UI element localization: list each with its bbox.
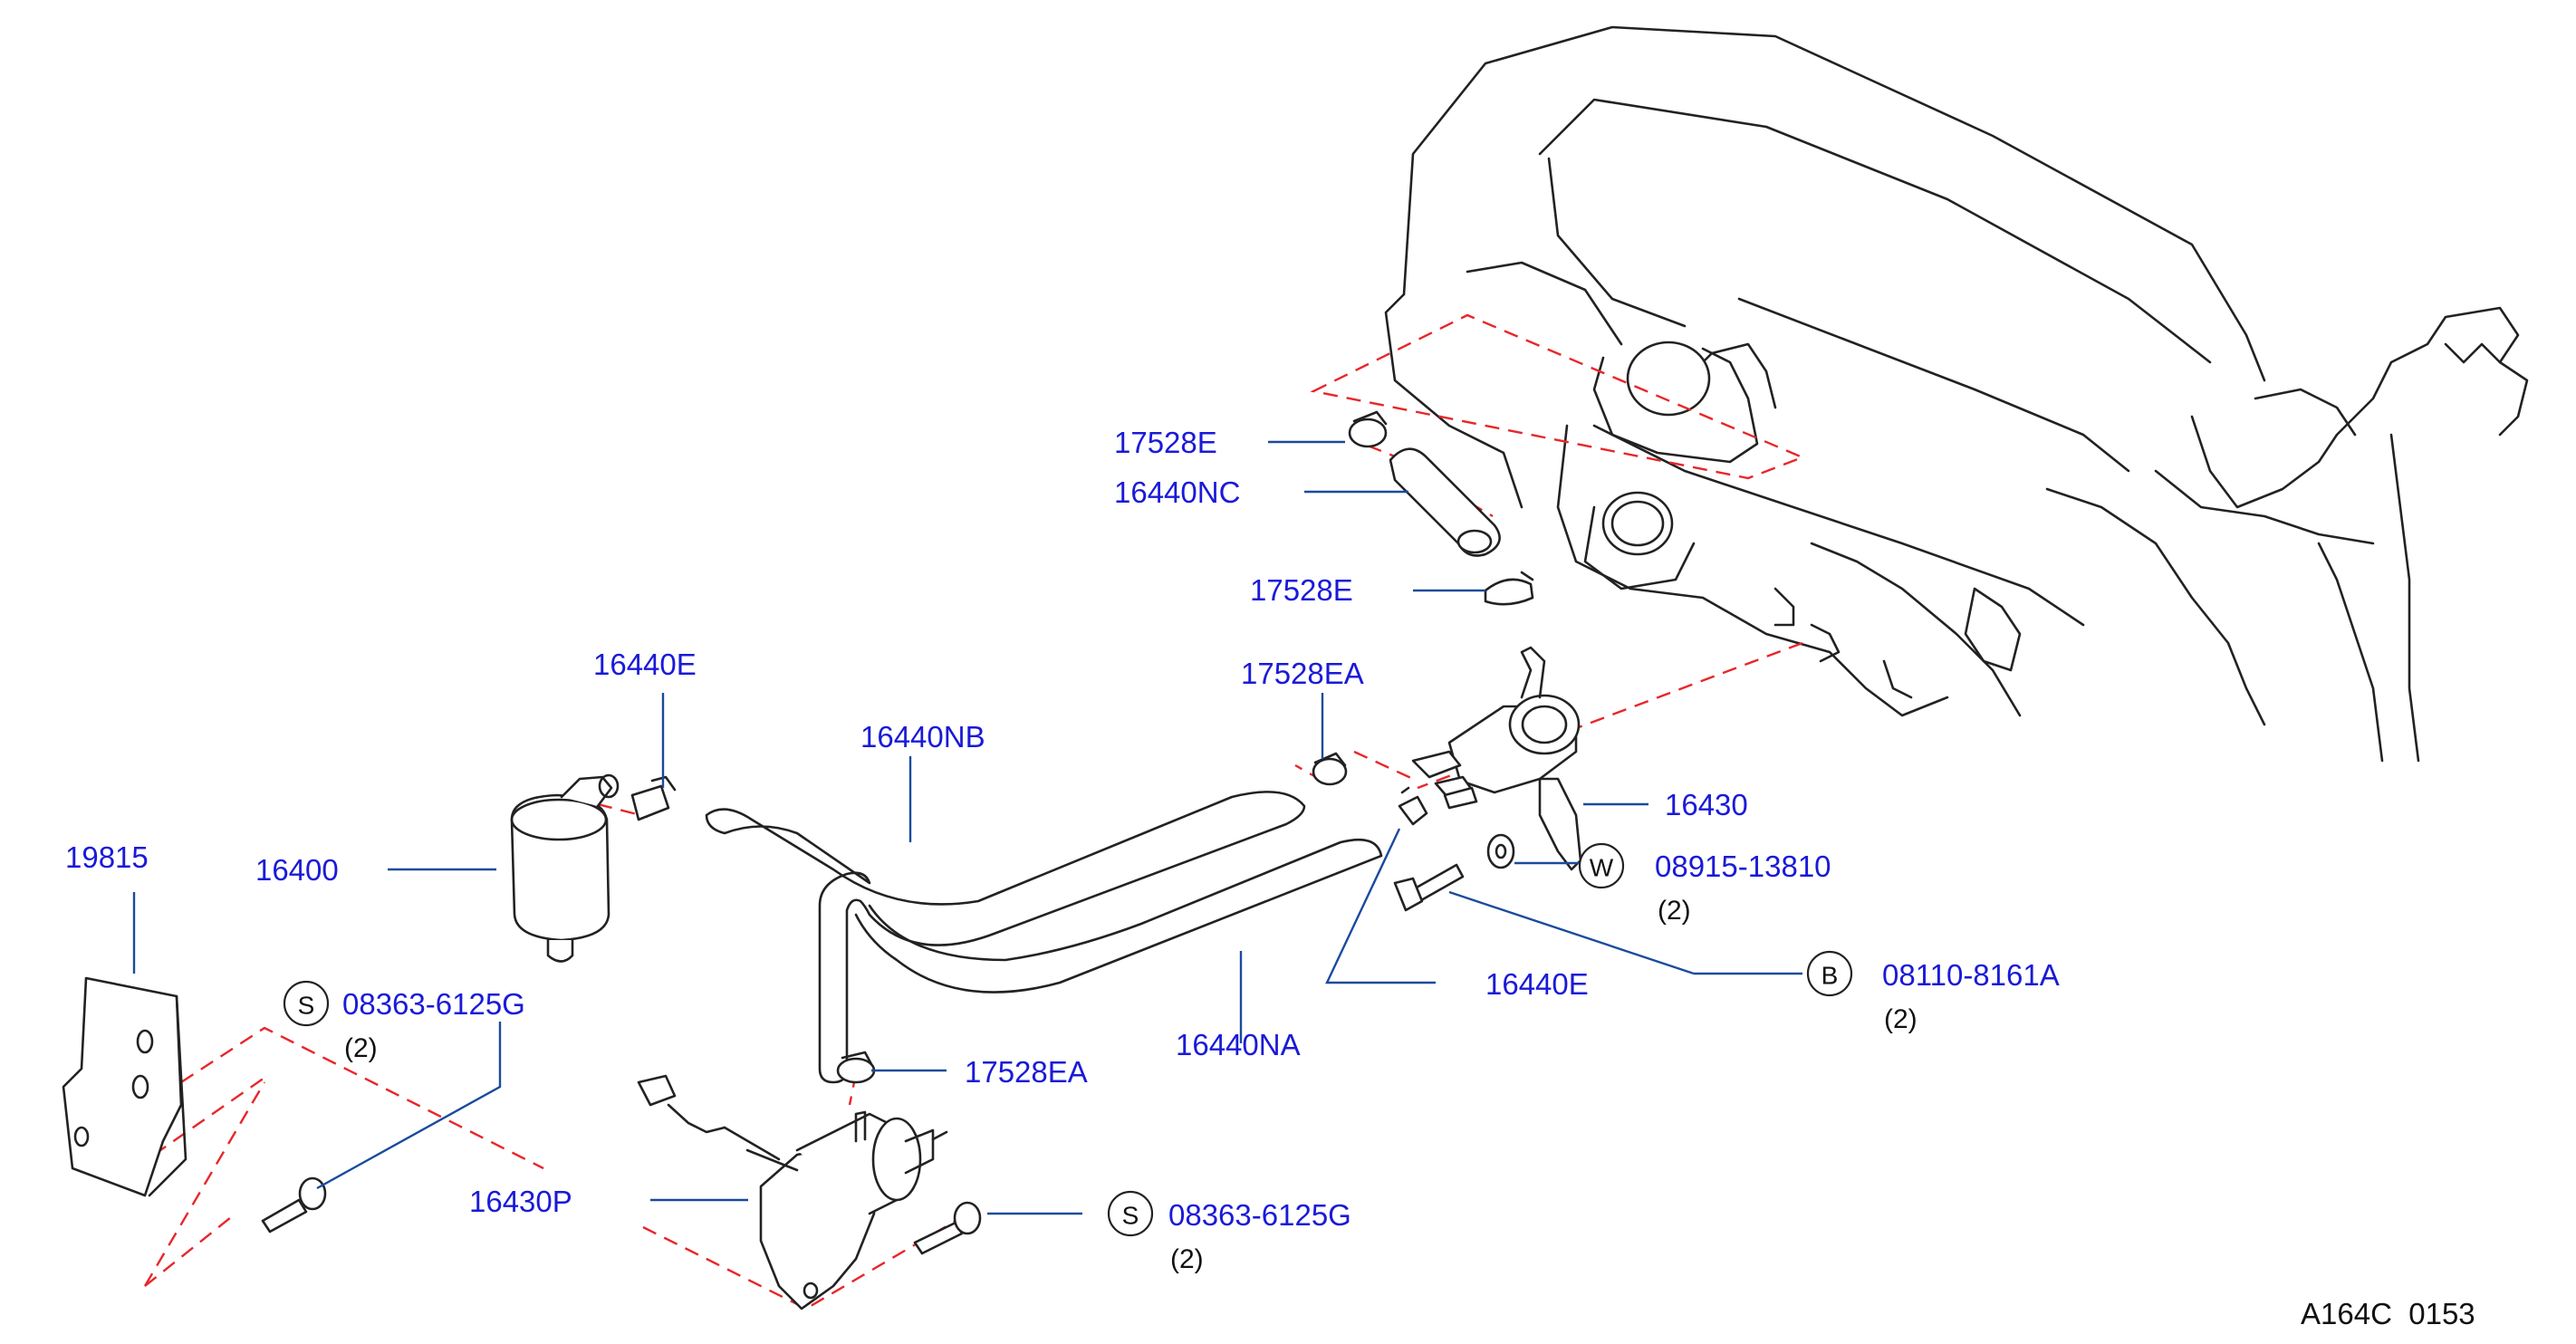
label-16400[interactable]: 16400 xyxy=(255,853,339,887)
qty-08110-8161A: (2) xyxy=(1884,1004,1918,1034)
label-16430[interactable]: 16430 xyxy=(1665,788,1748,821)
bolt-08110-8161A[interactable] xyxy=(1393,863,1465,912)
hose-16440NB[interactable] xyxy=(705,791,1306,1084)
screw-08363-6125G-bottom[interactable] xyxy=(913,1201,982,1255)
label-08363-6125G-left[interactable]: 08363-6125G xyxy=(342,987,525,1021)
qty-08363-6125G-left: (2) xyxy=(344,1033,378,1063)
badge-screw-left: S xyxy=(283,980,330,1027)
bracket-19815[interactable] xyxy=(62,976,187,1197)
badge-bolt: B xyxy=(1806,950,1853,997)
clamp-17528E-top[interactable] xyxy=(1348,410,1388,448)
clip-16440E-right[interactable] xyxy=(1398,786,1428,826)
fuel-filter-16400[interactable] xyxy=(510,773,620,963)
valve-16430[interactable] xyxy=(1411,646,1582,871)
label-17528EA-top[interactable]: 17528EA xyxy=(1241,657,1364,690)
label-08915-13810[interactable]: 08915-13810 xyxy=(1655,850,1831,883)
washer-08915-13810[interactable] xyxy=(1486,833,1515,869)
hose-16440NC[interactable] xyxy=(1389,447,1501,557)
label-19815[interactable]: 19815 xyxy=(65,840,149,874)
clamp-17528EA-top[interactable] xyxy=(1312,752,1348,786)
hose-16440NA[interactable] xyxy=(854,838,1383,994)
qty-08915-13810: (2) xyxy=(1658,896,1691,926)
part-labels: 17528E 16440NC 17528E 16440E 17528EA 164… xyxy=(65,426,2060,1274)
badge-screw-left-text: S xyxy=(298,992,315,1020)
label-08363-6125G-bottom[interactable]: 08363-6125G xyxy=(1168,1198,1351,1232)
label-16440E-right[interactable]: 16440E xyxy=(1485,967,1589,1001)
badge-bolt-text: B xyxy=(1821,962,1839,990)
label-17528E-mid[interactable]: 17528E xyxy=(1250,573,1353,607)
label-16440E-top[interactable]: 16440E xyxy=(593,648,697,681)
clamp-17528E-mid[interactable] xyxy=(1484,571,1534,606)
label-16430P[interactable]: 16430P xyxy=(469,1185,572,1218)
label-08110-8161A[interactable]: 08110-8161A xyxy=(1882,958,2060,992)
label-16440NA[interactable]: 16440NA xyxy=(1176,1028,1301,1061)
badge-washer: W xyxy=(1578,842,1625,889)
engine-outline xyxy=(1384,25,2529,763)
label-17528E-top[interactable]: 17528E xyxy=(1114,426,1217,459)
label-17528EA-bottom[interactable]: 17528EA xyxy=(965,1055,1088,1089)
leader-lines xyxy=(132,440,1802,1215)
screw-08363-6125G-left[interactable] xyxy=(261,1176,327,1234)
clamp-17528EA-bottom[interactable] xyxy=(836,1051,876,1084)
badge-screw-bottom-text: S xyxy=(1122,1202,1139,1230)
label-16440NB[interactable]: 16440NB xyxy=(860,720,985,754)
badge-screw-bottom: S xyxy=(1107,1190,1154,1237)
badge-washer-text: W xyxy=(1590,854,1614,882)
solenoid-16430P[interactable] xyxy=(637,1074,948,1310)
label-16440NC[interactable]: 16440NC xyxy=(1114,475,1240,509)
clip-16440E-top[interactable] xyxy=(630,775,677,821)
diagram-code: A164C 0153 xyxy=(2301,1297,2475,1330)
qty-08363-6125G-bottom: (2) xyxy=(1170,1244,1204,1274)
